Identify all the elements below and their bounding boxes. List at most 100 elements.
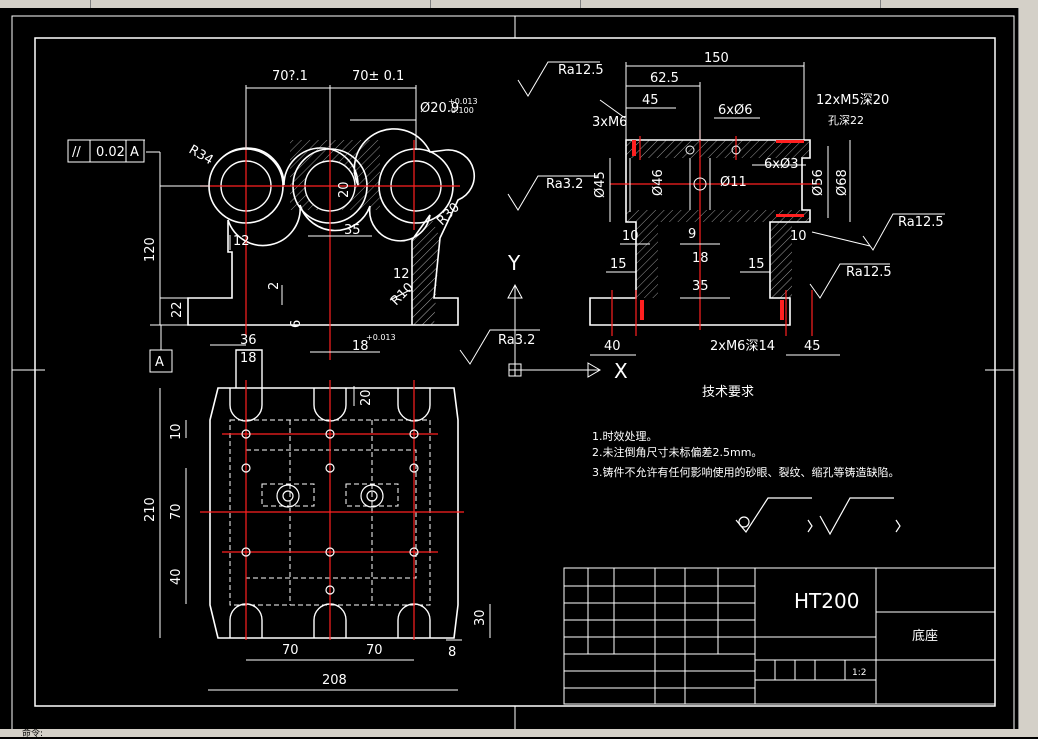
dim-kong22: 孔深22 [828,114,864,127]
dim-70-1: 70?.1 [272,69,308,84]
dim-15a: 15 [610,257,627,272]
dim-tol209b: -0.100 [448,106,474,115]
dim-10a: 10 [622,229,639,244]
dim-6: 6 [289,320,304,328]
dim-36: 36 [240,333,257,348]
title-part-name: 底座 [912,628,938,644]
dim-12a: 12 [233,234,250,249]
side-mid-hatch [626,210,810,222]
technical-requirements: 技术要求 1.时效处理。 2.未注倒角尺寸未标偏差2.5mm。 3.铸件不允许有… [592,385,900,479]
toolbar [0,0,1038,8]
dim-10c: 10 [169,423,184,440]
dim-45: 45 [642,93,659,108]
dim-35: 35 [344,223,361,238]
dim-2xm6: 2xM6深14 [710,339,775,354]
tolerance-symbol: // [72,145,81,160]
dim-40: 40 [604,339,621,354]
dim-30: 30 [473,609,488,626]
top-holes [241,429,419,595]
tolerance-value: 0.02 [96,145,125,160]
side-dimension-lines [590,62,851,356]
dim-210: 210 [143,497,158,522]
toolbar-segment[interactable] [430,0,581,8]
front-view: 70?.1 70± 0.1 Ø20.9 +0.013 -0.100 R34 20… [67,69,478,373]
command-line[interactable]: 命令: [0,729,1038,739]
top-outline [209,387,459,639]
toolbar-segment[interactable] [580,0,881,8]
dim-18: 18 [240,351,257,366]
dim-70h2: 70 [366,643,383,658]
toolbar-segment[interactable] [0,0,91,8]
axis-y-label: Y [507,251,521,275]
dim-6x6: 6xØ6 [718,103,752,118]
dim-6x3: 6xØ3 [764,157,798,172]
dim-8: 8 [448,645,456,660]
side-top-hatch [626,140,810,158]
tech-line-2: 2.未注倒角尺寸未标偏差2.5mm。 [592,445,762,459]
dim-phi56: Ø56 [811,169,826,196]
dim-70v: 70 [169,503,184,520]
dim-15b: 15 [748,257,765,272]
top-dimension-lines [159,386,491,691]
dim-40b: 40 [169,568,184,585]
title-material: HT200 [794,589,859,613]
axis-x-label: X [614,359,628,383]
center-marks [12,16,1014,729]
dim-tol209a: +0.013 [448,97,478,106]
dim-22: 22 [170,301,185,318]
dim-3xm6: 3xM6 [592,115,627,130]
roughness-ra32-a: Ra3.2 [546,177,583,192]
tech-line-3: 3.铸件不允许有任何影响使用的砂眼、裂纹、缩孔等铸造缺陷。 [592,465,900,479]
top-view: 10 70 210 40 20 30 70 70 208 8 [143,349,491,691]
vertical-scrollbar[interactable] [1018,8,1038,729]
dim-12xm5: 12xM5深20 [816,93,889,108]
title-scale: 1:2 [852,668,866,678]
sheet-outer-border [11,15,1015,729]
dim-phi68: Ø68 [835,169,850,196]
toolbar-segment[interactable] [90,0,431,8]
dim-10b: 10 [790,229,807,244]
tech-line-1: 1.时效处理。 [592,429,658,443]
dim-tol18: +0.013 [366,333,396,342]
dim-70h1: 70 [282,643,299,658]
top-centerlines [200,380,464,640]
dim-r34: R34 [186,142,216,168]
dim-35a: 35 [692,279,709,294]
dim-9: 9 [688,227,696,242]
dim-18a: 18 [692,251,709,266]
roughness-ra32-b: Ra3.2 [498,333,535,348]
dim-20b: 20 [359,389,374,406]
roughness-symbols [459,61,945,365]
tech-title: 技术要求 [702,385,754,400]
command-prompt: 命令: [22,729,44,739]
title-block [563,567,996,705]
front-dimension-lines [67,85,417,373]
side-leg-hatch [636,222,658,298]
side-view: 150 62.5 45 6xØ6 12xM5深20 孔深22 3xM6 6xØ3… [589,51,889,356]
dim-12b: 12 [393,267,410,282]
dim-20: 20 [337,181,352,198]
cad-drawing[interactable]: 70?.1 70± 0.1 Ø20.9 +0.013 -0.100 R34 20… [0,8,1018,729]
dim-2: 2 [267,282,282,290]
dim-phi45: Ø45 [593,171,608,198]
dim-r30: R30 [434,200,463,229]
dim-phi209: Ø20.9 [420,101,459,116]
side-threads [632,140,804,320]
roughness-general-symbol [735,497,901,536]
tolerance-datum: A [130,145,139,160]
dim-45b: 45 [804,339,821,354]
dim-208: 208 [322,673,347,688]
roughness-ra125-b: Ra12.5 [898,215,944,230]
dim-120: 120 [143,237,158,262]
side-leg-hatch [770,222,792,298]
roughness-ra125-c: Ra12.5 [846,265,892,280]
side-centerlines [610,130,820,336]
dim-18c: 18 [352,339,369,354]
ucs-icon [507,283,601,378]
dim-70pm: 70± 0.1 [352,69,404,84]
dim-phi11: Ø11 [720,175,747,190]
drawing-canvas[interactable]: 70?.1 70± 0.1 Ø20.9 +0.013 -0.100 R34 20… [0,8,1018,729]
front-centerlines [200,140,460,360]
dim-150: 150 [704,51,729,66]
front-rib-hatch [412,215,440,325]
